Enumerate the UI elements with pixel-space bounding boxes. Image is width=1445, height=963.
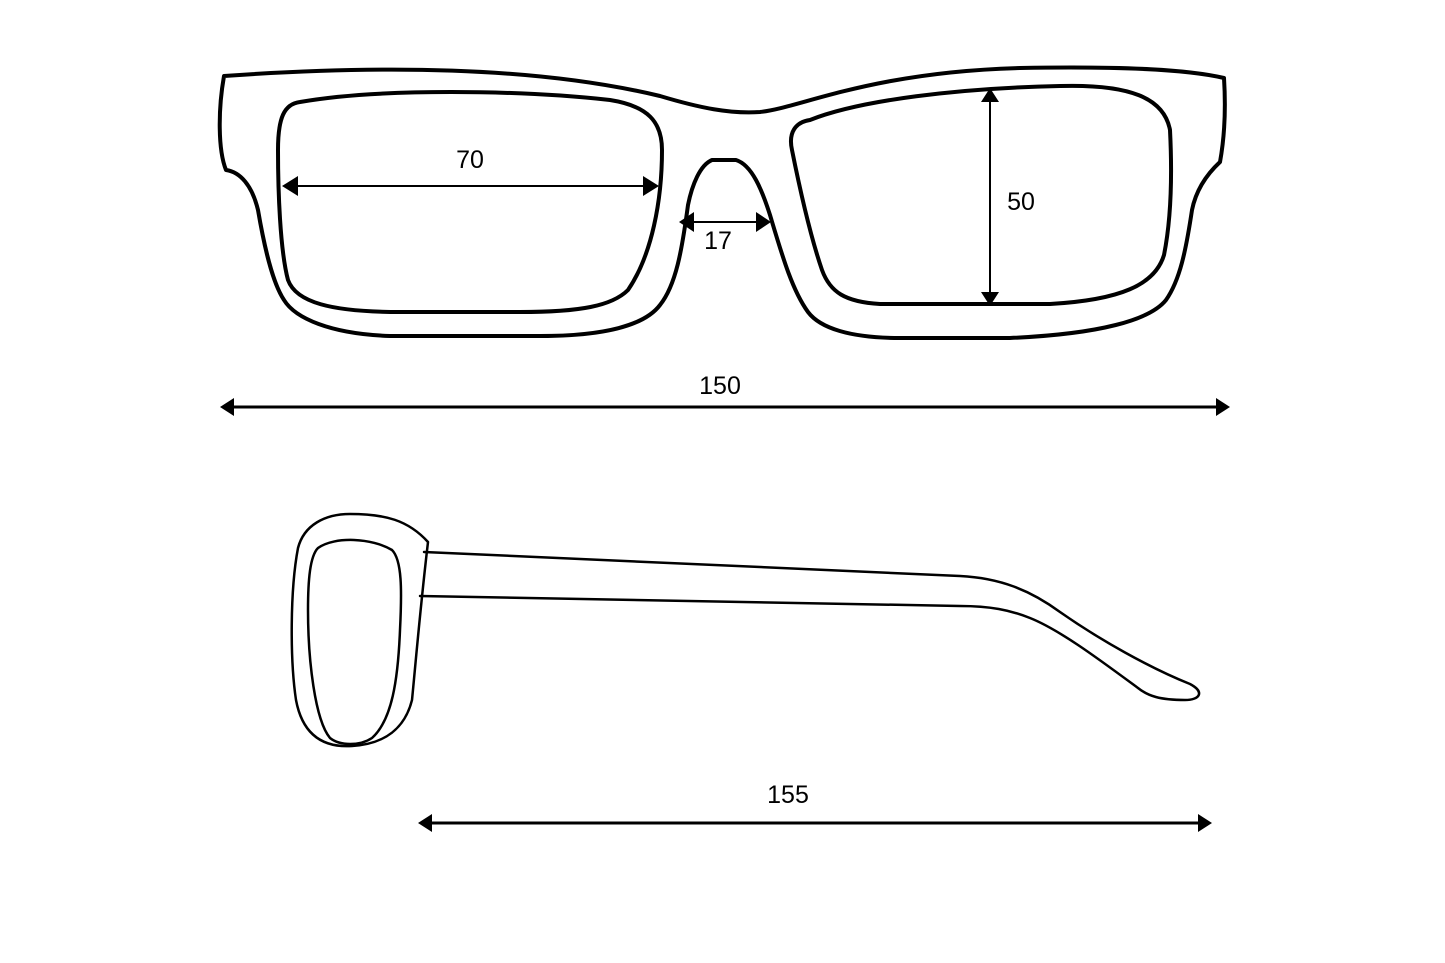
- temple-length-arrow-right: [1198, 814, 1212, 832]
- frame-width-label: 150: [699, 372, 741, 400]
- bridge-arrow-left: [679, 212, 694, 232]
- bridge-arrow-right: [756, 212, 771, 232]
- left-lens-outline: [276, 90, 664, 314]
- lens-width-label: 70: [456, 146, 484, 174]
- lens-height-dimension: 50: [981, 88, 1035, 306]
- bridge-dimension: 17: [679, 212, 771, 255]
- frame-width-dimension: 150: [220, 372, 1230, 416]
- temple-length-arrow-left: [418, 814, 432, 832]
- lens-width-dimension: 70: [282, 146, 659, 196]
- frame-width-arrow-left: [220, 398, 234, 416]
- side-rim-outline: [290, 512, 430, 748]
- lens-width-arrow-left: [282, 176, 298, 196]
- front-view: [217, 65, 1227, 340]
- frame-front-outline: [217, 65, 1227, 340]
- bridge-label: 17: [704, 227, 732, 255]
- frame-width-arrow-right: [1216, 398, 1230, 416]
- side-view: [290, 512, 1201, 748]
- right-lens-outline: [789, 83, 1174, 306]
- lens-height-arrow-bottom: [981, 292, 999, 306]
- temple-arm-outline: [418, 550, 1201, 702]
- lens-height-arrow-top: [981, 88, 999, 102]
- temple-length-dimension: 155: [418, 781, 1212, 832]
- temple-length-label: 155: [767, 781, 809, 809]
- side-lens-outline: [306, 538, 403, 746]
- lens-width-arrow-right: [643, 176, 659, 196]
- lens-height-label: 50: [1007, 188, 1035, 216]
